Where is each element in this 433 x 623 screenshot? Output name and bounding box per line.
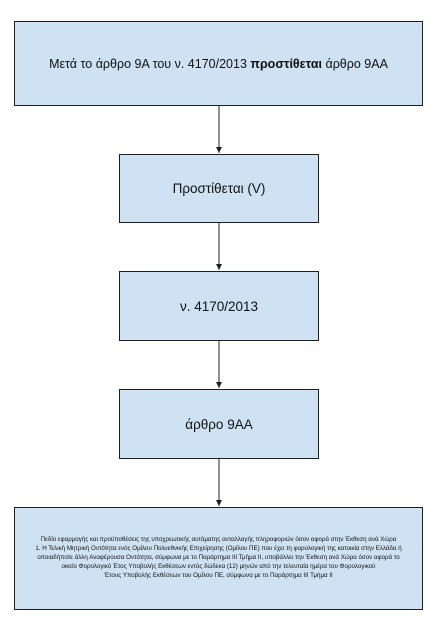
step-box-1-text: Μετά το άρθρο 9Α του ν. 4170/2013 προστί… [49, 56, 388, 71]
step-box-5-heading: Πεδίο εφαρμογής και προϋποθέσεις της υπο… [40, 536, 397, 544]
step-box-5: Πεδίο εφαρμογής και προϋποθέσεις της υπο… [14, 507, 423, 610]
step-box-2-text: Προστίθεται (V) [172, 181, 266, 196]
step-box-4-text: άρθρο 9ΑΑ [185, 416, 253, 432]
step-box-5-paragraph: 1. Η Τελική Μητρική Οντότητα ενός Ομίλου… [35, 545, 402, 570]
step-box-5-paragraph-end: Έτους Υποβολής Εκθέσεων του Ομίλου ΠΕ, σ… [104, 571, 333, 579]
step-box-3: ν. 4170/2013 [119, 271, 319, 341]
step-box-1: Μετά το άρθρο 9Α του ν. 4170/2013 προστί… [14, 21, 423, 106]
step-box-3-text: ν. 4170/2013 [179, 298, 259, 314]
step-box-4: άρθρο 9ΑΑ [119, 389, 319, 459]
step-box-2: Προστίθεται (V) [119, 154, 319, 223]
